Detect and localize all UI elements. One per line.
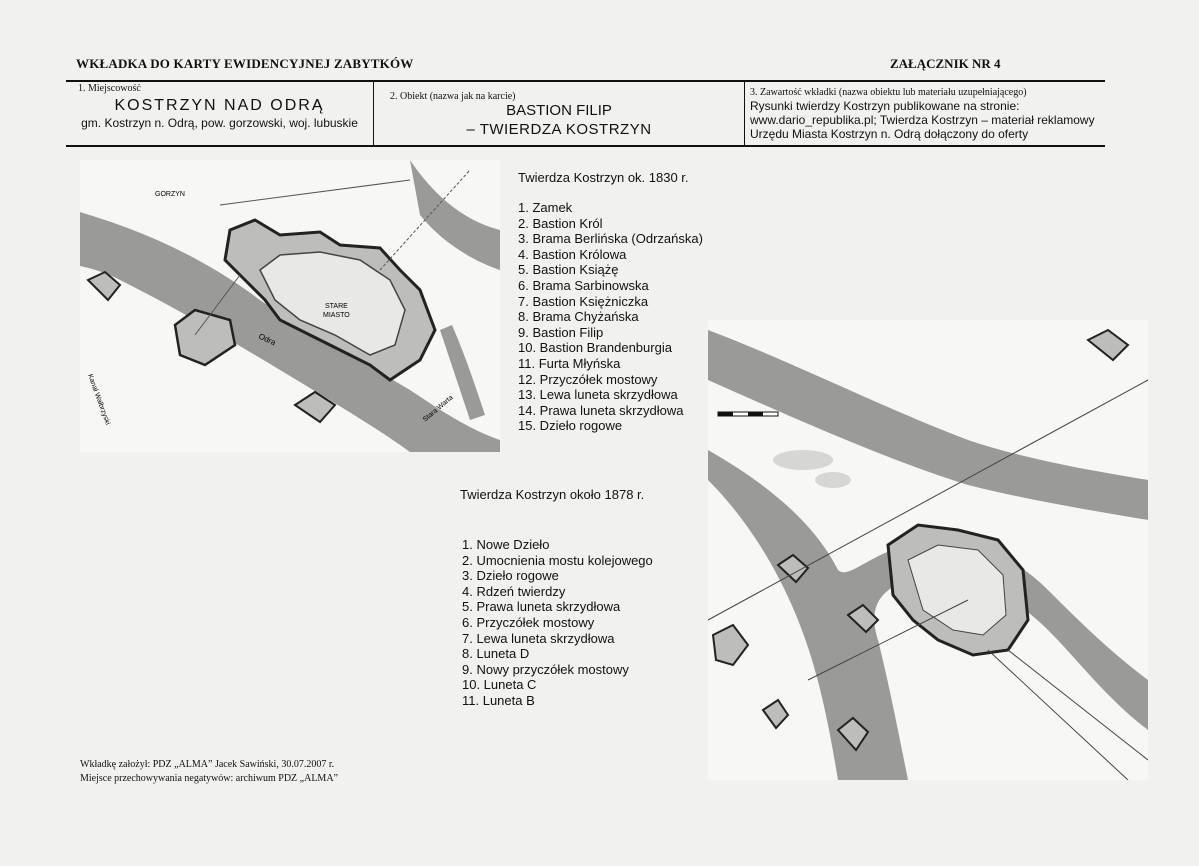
list-item: 1. Nowe Dzieło	[462, 537, 550, 552]
list-item: 1. Zamek	[518, 200, 573, 215]
object-name-line1: BASTION FILIP	[506, 102, 612, 119]
list-item: 4. Bastion Królowa	[518, 246, 627, 262]
location-details: gm. Kostrzyn n. Odrą, pow. gorzowski, wo…	[81, 116, 358, 130]
table-top-line	[66, 80, 1105, 82]
fortress-map-1830: GORZYN STARE MIASTO Odra Stara Warta Kan…	[80, 160, 500, 452]
attachment-number: ZAŁĄCZNIK NR 4	[890, 56, 1001, 71]
label-miasto: MIASTO	[323, 312, 350, 319]
object-name-line2: – TWIERDZA KOSTRZYN	[466, 121, 652, 138]
list-item: 5. Prawa luneta skrzydłowa	[462, 599, 621, 615]
list-item: 5. Bastion Książę	[518, 262, 619, 278]
label-stare: STARE	[325, 303, 348, 310]
list-item: 6. Przyczółek mostowy	[462, 614, 595, 630]
cell1-label: 1. Miejscowość	[78, 83, 141, 94]
map2-title: Twierdza Kostrzyn około 1878 r.	[460, 487, 645, 502]
contents-line3: Urzędu Miasta Kostrzyn n. Odrą dołączony…	[750, 127, 1029, 141]
list-item: 11. Luneta B	[462, 692, 535, 708]
list-item: 10. Bastion Brandenburgia	[518, 340, 672, 356]
cell3-label: 3. Zawartość wkładki (nazwa obiektu lub …	[750, 87, 1027, 98]
contents-line1: Rysunki twierdzy Kostrzyn publikowane na…	[750, 99, 1020, 113]
contents-line2: www.dario_republika.pl; Twierdza Kostrzy…	[750, 113, 1095, 127]
table-divider-1	[373, 80, 374, 146]
list-item: 6. Brama Sarbinowska	[518, 277, 649, 293]
list-item: 12. Przyczółek mostowy	[518, 371, 658, 387]
list-item: 14. Prawa luneta skrzydłowa	[518, 402, 684, 418]
header-title: WKŁADKA DO KARTY EWIDENCYJNEJ ZABYTKÓW	[76, 56, 414, 71]
label-gorzyn: GORZYN	[155, 191, 185, 198]
list-item: 9. Bastion Filip	[518, 324, 604, 340]
list-item: 10. Luneta C	[462, 677, 537, 693]
list-item: 8. Brama Chyżańska	[518, 309, 639, 325]
footer-archive: Miejsce przechowywania negatywów: archiw…	[80, 773, 338, 784]
list-item: 13. Lewa luneta skrzydłowa	[518, 387, 678, 403]
fortress-map-1878	[708, 320, 1148, 780]
list-item: 7. Lewa luneta skrzydłowa	[462, 630, 615, 646]
list-item: 3. Dzieło rogowe	[462, 568, 559, 584]
cell2-label: 2. Obiekt (nazwa jak na karcie)	[390, 91, 516, 102]
list-item: 7. Bastion Księżniczka	[518, 293, 649, 309]
list-item: 11. Furta Młyńska	[518, 355, 621, 371]
map1-legend: 1. Zamek 2. Bastion Król 3. Brama Berliń…	[518, 200, 703, 434]
map2-legend: 1. Nowe Dzieło 2. Umocnienia mostu kolej…	[462, 537, 653, 709]
table-bottom-line	[66, 145, 1105, 147]
list-item: 4. Rdzeń twierdzy	[462, 583, 566, 599]
table-divider-2	[744, 80, 745, 146]
list-item: 8. Luneta D	[462, 646, 530, 662]
footer-author: Wkładkę założył: PDZ „ALMA” Jacek Sawińs…	[80, 759, 335, 770]
list-item: 15. Dzieło rogowe	[518, 418, 623, 434]
list-item: 2. Umocnienia mostu kolejowego	[462, 552, 653, 568]
list-item: 3. Brama Berlińska (Odrzańska)	[518, 231, 703, 247]
list-item: 9. Nowy przyczółek mostowy	[462, 661, 629, 677]
map1-title: Twierdza Kostrzyn ok. 1830 r.	[518, 170, 689, 185]
list-item: 2. Bastion Król	[518, 215, 603, 231]
city-name: KOSTRZYN NAD ODRĄ	[114, 97, 325, 114]
